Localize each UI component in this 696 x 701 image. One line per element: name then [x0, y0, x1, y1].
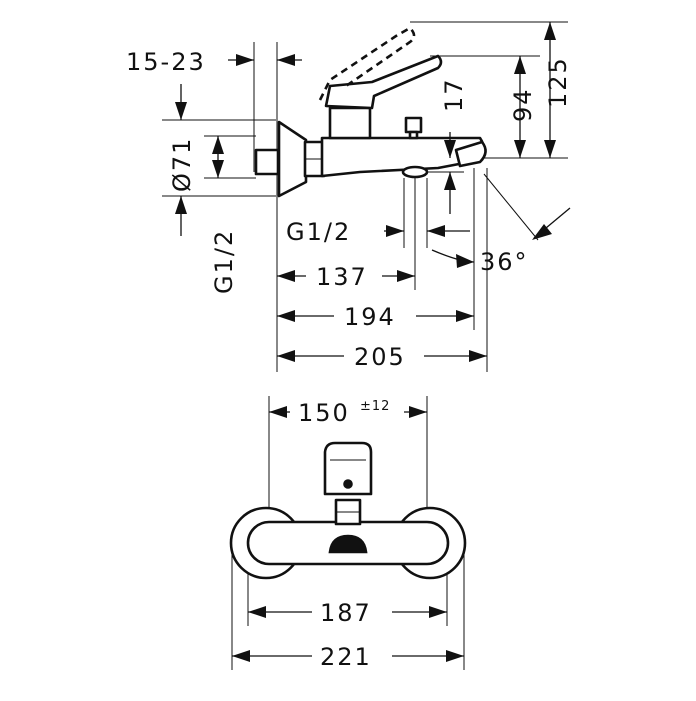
arrowhead-icon — [544, 22, 556, 40]
dim-centers-tolerance: ±12 — [360, 399, 390, 414]
dim-width-221-label: 221 — [320, 643, 372, 671]
arrowhead-icon — [456, 310, 474, 322]
arrowhead-icon — [232, 650, 250, 662]
arrowhead-icon — [409, 406, 427, 418]
spout-tip — [454, 140, 487, 168]
front-handle — [323, 441, 373, 496]
lever-handle — [324, 54, 443, 110]
dim-width-187-label: 187 — [320, 599, 372, 627]
dim-length-194-label: 194 — [344, 303, 396, 331]
dim-centers-label: 150 — [298, 399, 350, 427]
dim-outlet-thread-label: G1/2 — [286, 218, 351, 246]
arrowhead-icon — [514, 56, 526, 74]
arrowhead-icon — [532, 224, 552, 240]
front-aerator — [328, 534, 368, 554]
dim-handle-height-label: 94 — [509, 87, 537, 122]
arrowhead-icon — [514, 140, 526, 158]
arrowhead-icon — [456, 254, 474, 268]
arrowhead-icon — [469, 350, 487, 362]
dim-total-height-label: 125 — [544, 56, 572, 108]
arrowhead-icon — [444, 172, 456, 190]
dim-length-137-label: 137 — [316, 263, 368, 291]
arrowhead-icon — [212, 160, 224, 178]
arrowhead-icon — [212, 136, 224, 154]
arrowhead-icon — [277, 270, 295, 282]
dim-wall-span-label: 15-23 — [126, 48, 206, 76]
aerator — [401, 165, 429, 179]
arrowhead-icon — [427, 225, 445, 237]
cartridge-housing — [328, 106, 372, 140]
arrowhead-icon — [248, 606, 266, 618]
inlet-pipe — [254, 148, 280, 176]
diverter-stem — [408, 130, 419, 140]
arrowhead-icon — [444, 140, 456, 158]
arrowhead-icon — [277, 350, 295, 362]
arrowhead-icon — [175, 196, 187, 214]
arrowhead-icon — [429, 606, 447, 618]
arrowhead-icon — [544, 140, 556, 158]
arrowhead-icon — [397, 270, 415, 282]
handle-dot — [343, 479, 353, 489]
side-view: 15-23 Ø71 G1/2 17 94 125 G1/2 — [126, 21, 572, 372]
dim-angle-label: 36° — [480, 248, 529, 276]
dim-spout-drop-label: 17 — [440, 77, 468, 112]
ext-line — [483, 173, 539, 241]
arrowhead-icon — [175, 102, 187, 120]
wall-flange — [277, 120, 308, 198]
arrowhead-icon — [277, 310, 295, 322]
arrowhead-icon — [277, 54, 295, 66]
front-view: 150 ±12 187 221 — [229, 396, 467, 671]
diverter-knob — [404, 116, 423, 134]
dim-length-205-label: 205 — [354, 343, 406, 371]
dim-diameter-label: Ø71 — [168, 137, 196, 192]
arrowhead-icon — [269, 406, 287, 418]
arrowhead-icon — [236, 54, 254, 66]
arrowhead-icon — [446, 650, 464, 662]
lever-raised-outline — [318, 26, 416, 101]
dim-inlet-thread-label: G1/2 — [210, 229, 238, 294]
arrowhead-icon — [386, 225, 404, 237]
